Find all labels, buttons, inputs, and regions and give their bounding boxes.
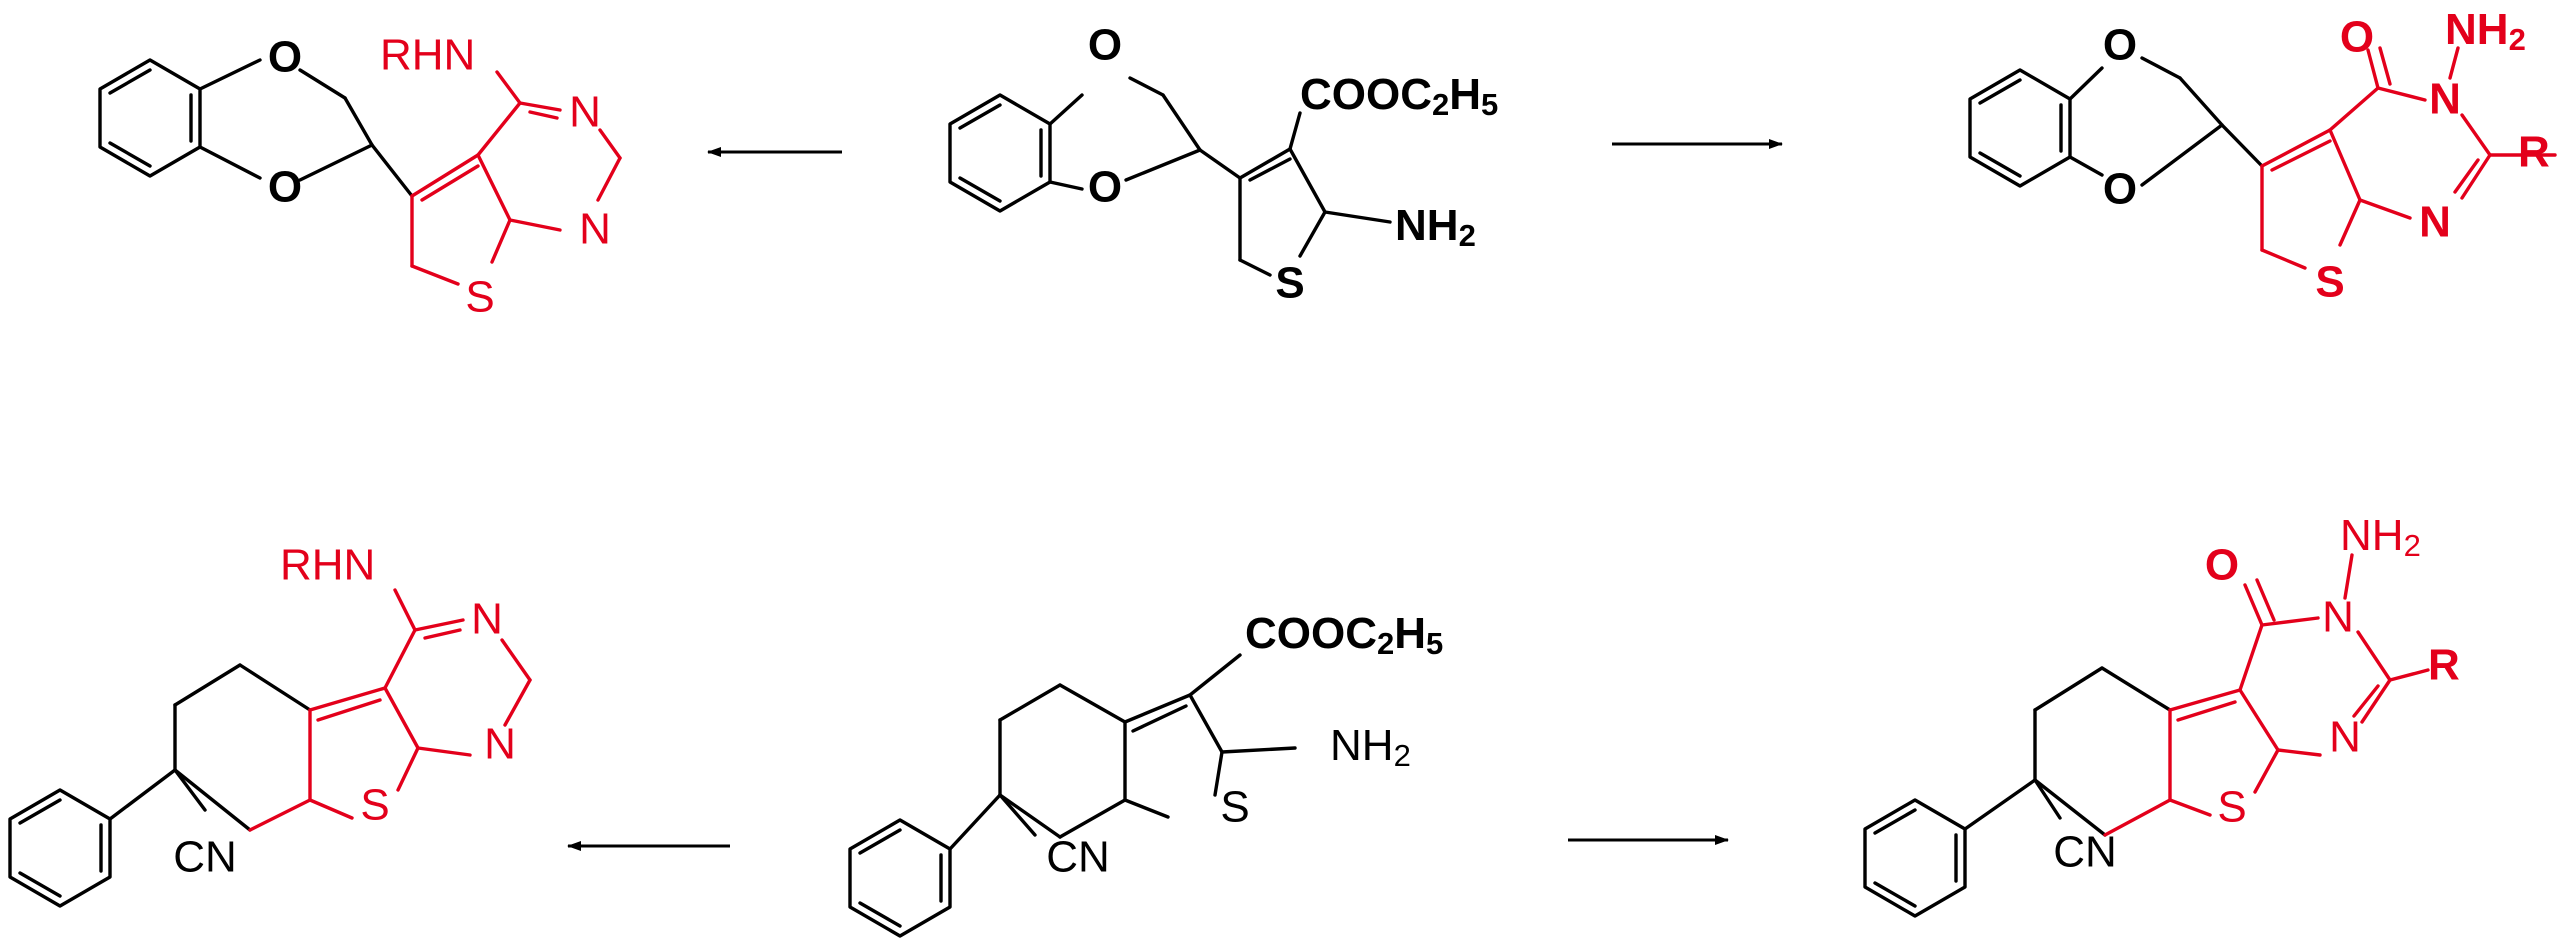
atom-n: N xyxy=(569,88,601,137)
n-amino-label: NH2 xyxy=(2340,511,2421,564)
cyano-label: CN xyxy=(1046,833,1110,882)
ester-label: COOC2H5 xyxy=(1245,609,1443,662)
ester-label: COOC2H5 xyxy=(1300,70,1498,123)
top-left-molecule: O O RHN N N S xyxy=(98,31,622,322)
atom-n: N xyxy=(2429,75,2461,124)
bottom-right-molecule: CN O N N S NH2 R xyxy=(1863,511,2460,918)
atom-s: S xyxy=(2315,258,2344,307)
atom-o: O xyxy=(1088,163,1122,212)
bottom-left-molecule: CN RHN N N S xyxy=(8,541,532,908)
n-amino-label: NH2 xyxy=(2445,5,2526,58)
cyano-label: CN xyxy=(173,833,237,882)
atom-n: N xyxy=(2322,593,2354,642)
top-right-molecule: O O O N N S NH2 R xyxy=(1968,5,2557,307)
cyano-label: CN xyxy=(2053,828,2117,877)
atom-n: N xyxy=(2329,713,2361,762)
carbonyl-o: O xyxy=(2205,541,2239,590)
atom-n: N xyxy=(471,595,503,644)
carbonyl-o: O xyxy=(2340,13,2374,62)
atom-n: N xyxy=(2419,198,2451,247)
amino-label: NH2 xyxy=(1330,721,1411,774)
atom-s: S xyxy=(2217,783,2246,832)
atom-o: O xyxy=(268,33,302,82)
atom-o: O xyxy=(2103,165,2137,214)
amino-label: NH2 xyxy=(1395,201,1476,254)
atom-s: S xyxy=(1275,259,1304,308)
atom-s: S xyxy=(465,273,494,322)
atom-o: O xyxy=(268,163,302,212)
atom-s: S xyxy=(360,781,389,830)
atom-o: O xyxy=(1088,21,1122,70)
atom-n: N xyxy=(579,205,611,254)
bottom-center-molecule: CN S COOC2H5 NH2 xyxy=(848,609,1443,938)
r-group-label: R xyxy=(2428,641,2460,690)
atom-s: S xyxy=(1220,783,1249,832)
atom-n: N xyxy=(484,720,516,769)
top-center-molecule: O O S COOC2H5 NH2 xyxy=(948,21,1498,308)
atom-o: O xyxy=(2103,21,2137,70)
r-group-label: R xyxy=(2518,128,2550,177)
rhn-label: RHN xyxy=(280,541,375,590)
rhn-label: RHN xyxy=(380,31,475,80)
